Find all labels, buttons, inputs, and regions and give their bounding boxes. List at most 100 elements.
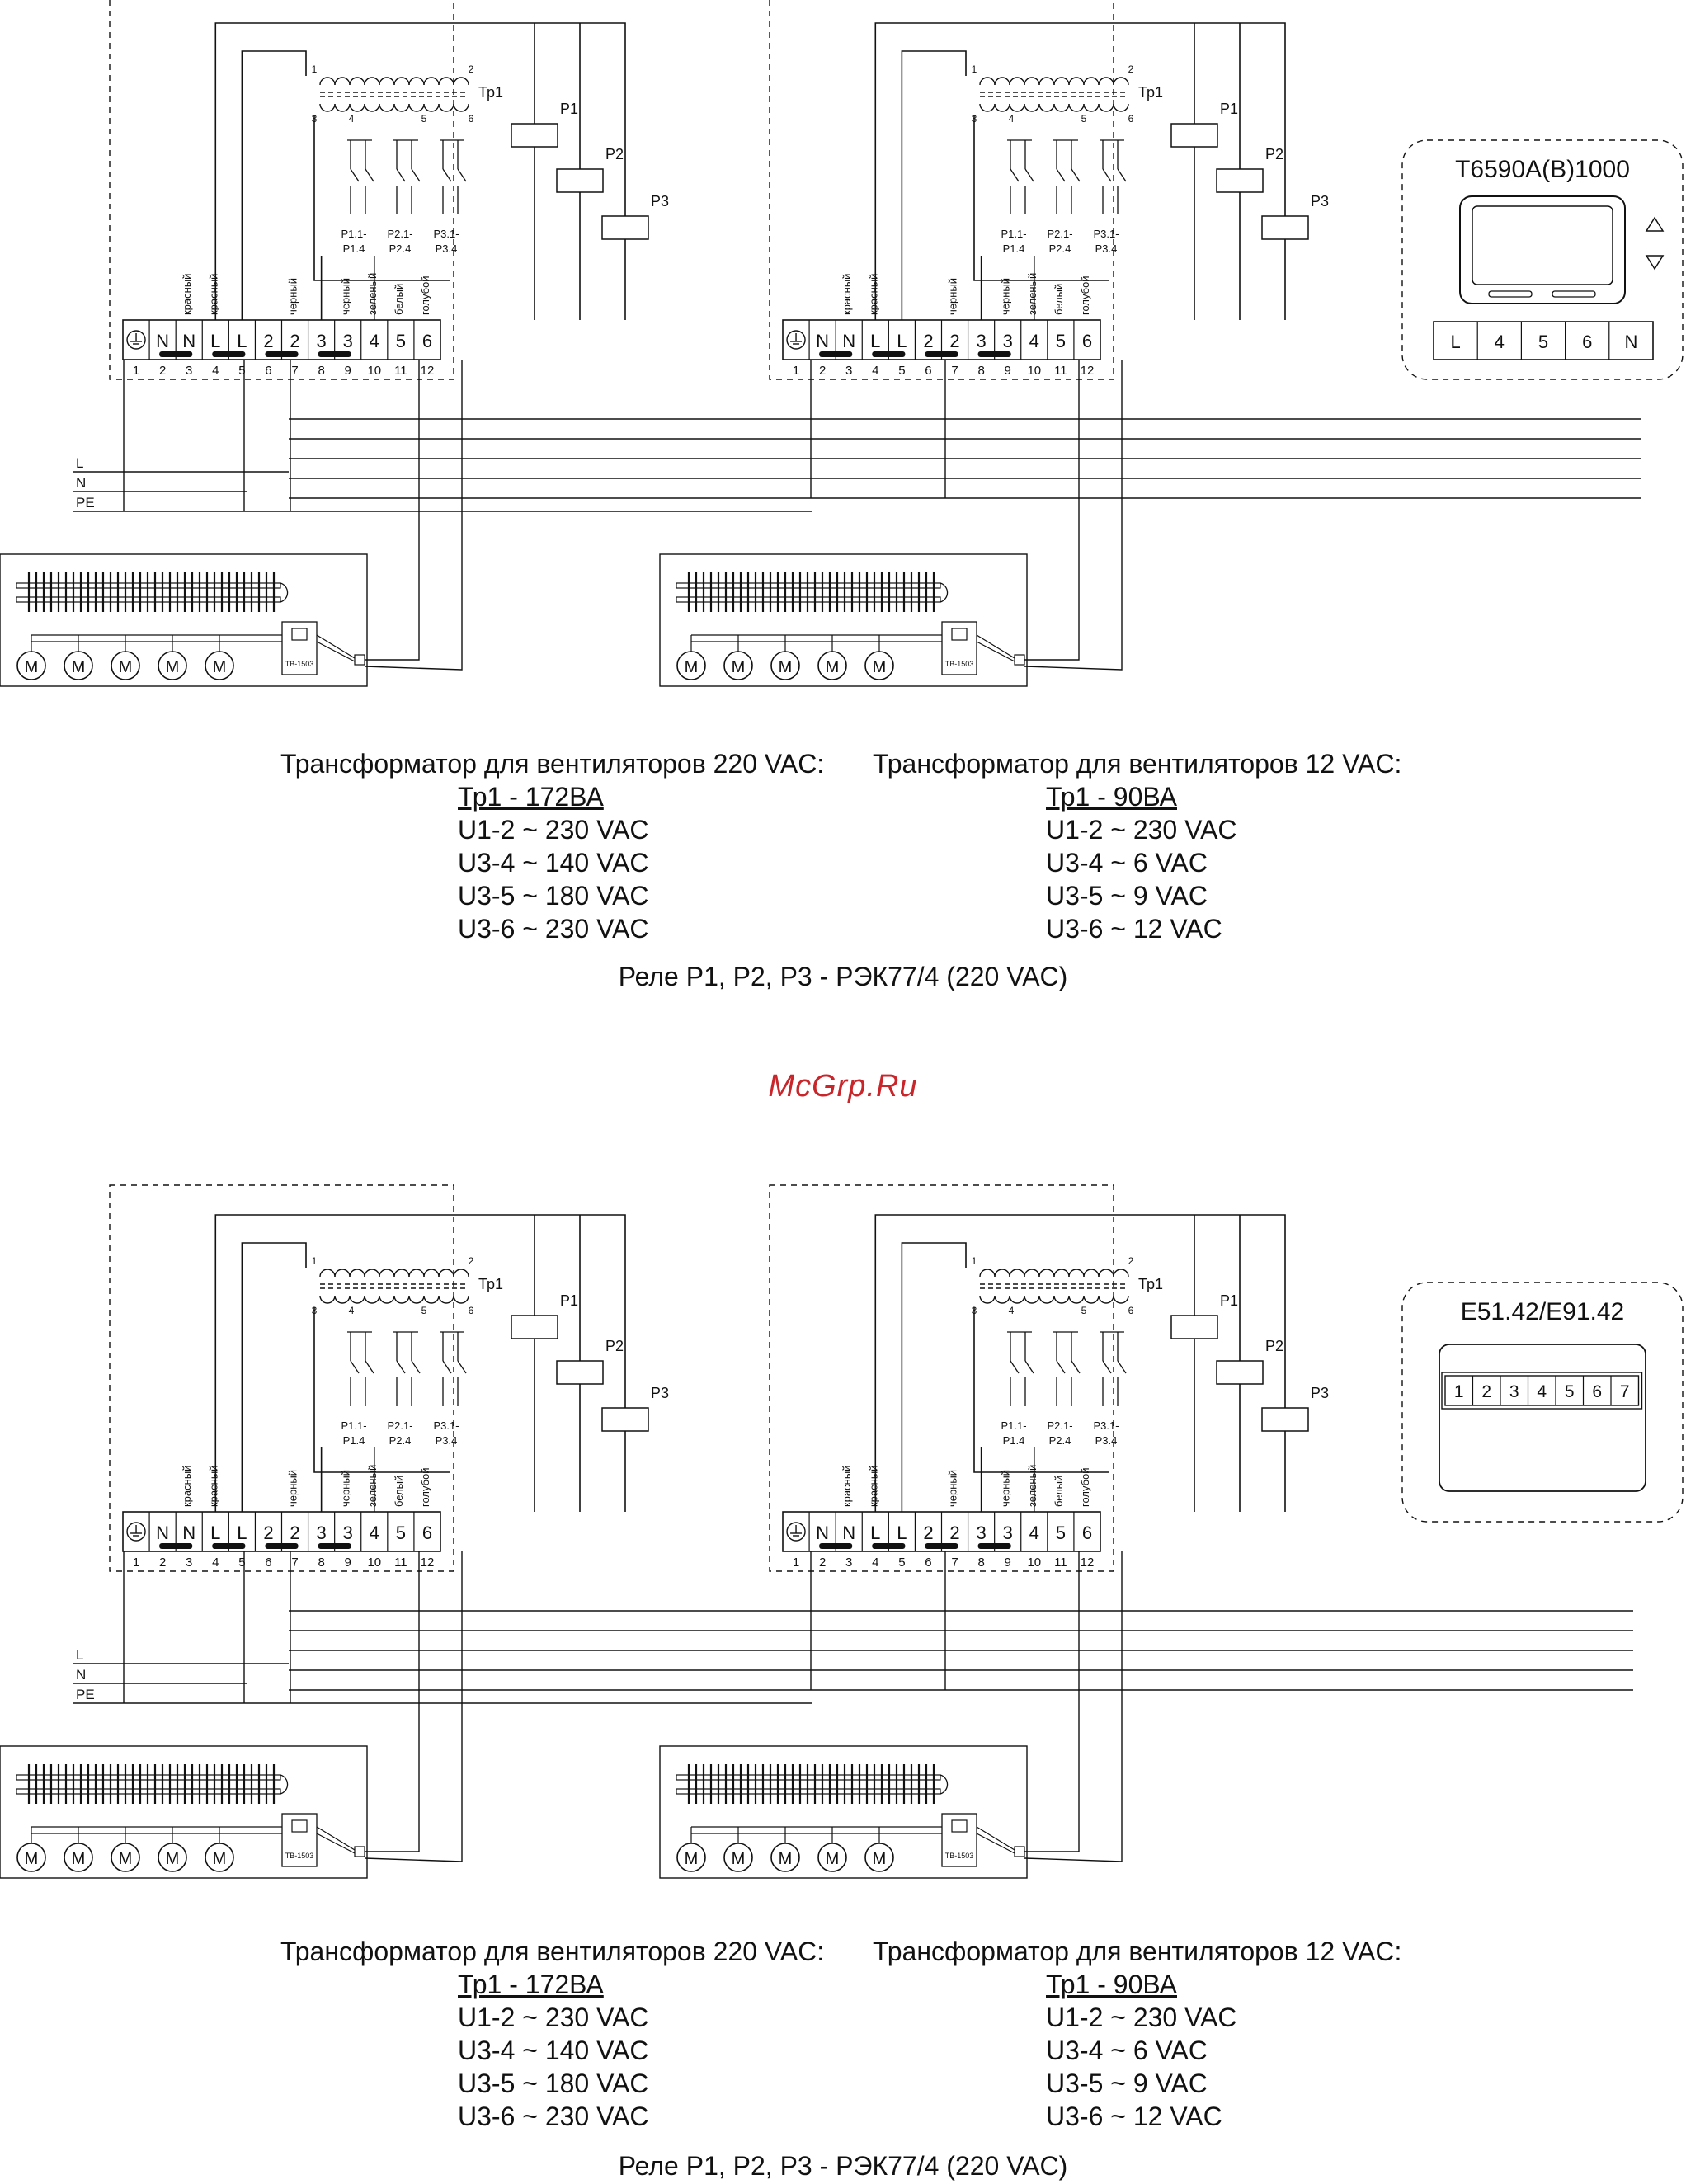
motor-label: M xyxy=(826,658,840,676)
wire-color-label: голубой xyxy=(419,275,431,315)
transformer-coil xyxy=(393,1269,410,1278)
jumper-bar xyxy=(265,351,299,357)
controller-terminal-label: 3 xyxy=(1509,1382,1519,1401)
terminal-number: 6 xyxy=(925,364,931,378)
transformer-coil xyxy=(994,1269,1010,1278)
transformer-coil xyxy=(979,77,996,86)
contact-label: Р3.1- xyxy=(1093,228,1119,240)
wire xyxy=(976,634,1015,659)
terminal-number: 8 xyxy=(318,364,324,378)
jumper-bar xyxy=(925,1543,958,1549)
thermostat-switch xyxy=(951,1819,968,1833)
contact-label: Р2.4 xyxy=(1049,1434,1071,1447)
transformer-model: Тр1 - 90ВА xyxy=(1046,1970,1177,1999)
controller-terminal-frame xyxy=(1441,1372,1643,1410)
voltage-line: U3-5 ~ 9 VAC xyxy=(1046,2069,1208,2098)
terminal-number: 2 xyxy=(159,1556,166,1570)
wire-color-label: красный xyxy=(207,274,219,315)
terminal-label: 5 xyxy=(1056,331,1066,351)
terminal-number: 3 xyxy=(845,364,852,378)
terminal-label: N xyxy=(182,331,195,351)
mains-label: N xyxy=(76,475,86,491)
motor-icon xyxy=(111,1843,140,1872)
relay-coil xyxy=(511,123,558,148)
voltage-line: U3-5 ~ 180 VAC xyxy=(458,881,649,911)
relay-label: Р2 xyxy=(1265,1338,1283,1354)
motor-label: M xyxy=(213,658,227,676)
transformer-coil xyxy=(1083,1269,1100,1278)
motor-label: M xyxy=(166,658,180,676)
relay-coil xyxy=(1261,1407,1309,1432)
terminal-number: 10 xyxy=(1027,1556,1041,1570)
controller-terminal-label: N xyxy=(1624,332,1637,352)
transformer-coil xyxy=(1053,77,1070,86)
terminal-number: 12 xyxy=(1081,1556,1095,1570)
transformer-coil xyxy=(994,1295,1010,1304)
transformer-coil xyxy=(1098,1295,1114,1304)
terminal-number: 12 xyxy=(1081,364,1095,378)
wire-color-label: зеленый xyxy=(1026,1465,1038,1507)
wire xyxy=(365,1551,420,1852)
terminal-number: 9 xyxy=(345,1556,351,1570)
button-icon xyxy=(1552,290,1596,298)
thermostat-display xyxy=(1472,205,1613,285)
tap-label: 4 xyxy=(1009,1305,1015,1316)
controller-terminal-block xyxy=(1433,321,1654,360)
jumper-bar xyxy=(265,1543,299,1549)
terminal-number: 8 xyxy=(977,1556,984,1570)
wire xyxy=(411,168,421,182)
contact-label: Р1.4 xyxy=(343,242,365,255)
terminal-label: N xyxy=(842,331,855,351)
terminal-label: N xyxy=(816,331,829,351)
relay-label: Р1 xyxy=(560,1292,578,1309)
terminal-number: 4 xyxy=(212,1556,219,1570)
transformer-coil xyxy=(1053,1295,1070,1304)
transformer-model: Тр1 - 172ВА xyxy=(458,782,604,812)
tap-label: 2 xyxy=(469,64,474,75)
relay-coil xyxy=(1261,215,1309,240)
terminal-number: 4 xyxy=(212,364,219,378)
terminal-label: 4 xyxy=(1029,331,1039,351)
transformer-coil xyxy=(1038,1269,1055,1278)
motor-label: M xyxy=(72,1850,86,1868)
transformer-model: Тр1 - 172ВА xyxy=(458,1970,604,1999)
terminal-number: 1 xyxy=(793,1556,799,1570)
contact-label: Р2.4 xyxy=(1049,242,1071,255)
transformer-coil xyxy=(408,1295,425,1304)
controller-terminal-label: 5 xyxy=(1565,1382,1575,1401)
terminal-label: N xyxy=(842,1523,855,1543)
terminal-number: 10 xyxy=(1027,364,1041,378)
transformer-coil xyxy=(1098,1269,1114,1278)
terminal-number: 3 xyxy=(186,364,192,378)
jumper-bar xyxy=(977,351,1011,357)
wire-color-label: голубой xyxy=(1079,275,1091,315)
transformer-coil xyxy=(1038,77,1055,86)
voltage-line: U1-2 ~ 230 VAC xyxy=(458,815,649,845)
contact-label: Р1.1- xyxy=(341,228,366,240)
transformer-coil xyxy=(408,103,425,112)
wire-color-label: красный xyxy=(181,274,193,315)
terminal-label: N xyxy=(156,331,169,351)
transformer-coil xyxy=(1083,77,1100,86)
transformer-coil xyxy=(1038,1295,1055,1304)
transformer-coil xyxy=(453,103,469,112)
heating-element xyxy=(676,1774,941,1781)
heating-element xyxy=(676,582,941,589)
terminal-number: 11 xyxy=(1054,1556,1067,1570)
wire xyxy=(365,1360,374,1374)
contact-label: Р1.1- xyxy=(1001,228,1026,240)
transformer-coil xyxy=(1068,1295,1085,1304)
heating-element xyxy=(940,582,949,603)
wire xyxy=(976,1826,1015,1851)
terminal-number: 5 xyxy=(898,1556,905,1570)
tap-label: 6 xyxy=(1128,113,1134,125)
transformer-coil xyxy=(1098,77,1114,86)
voltage-line: U3-5 ~ 9 VAC xyxy=(1046,881,1208,911)
terminal-label: 2 xyxy=(923,331,933,351)
motor-icon xyxy=(158,1843,187,1872)
wire-color-label: черный xyxy=(1000,1470,1012,1507)
transformer-coil xyxy=(319,1269,336,1278)
contact-label: Р2.1- xyxy=(1047,228,1072,240)
thermostat xyxy=(281,1813,318,1867)
transformer-coil xyxy=(334,1295,351,1304)
